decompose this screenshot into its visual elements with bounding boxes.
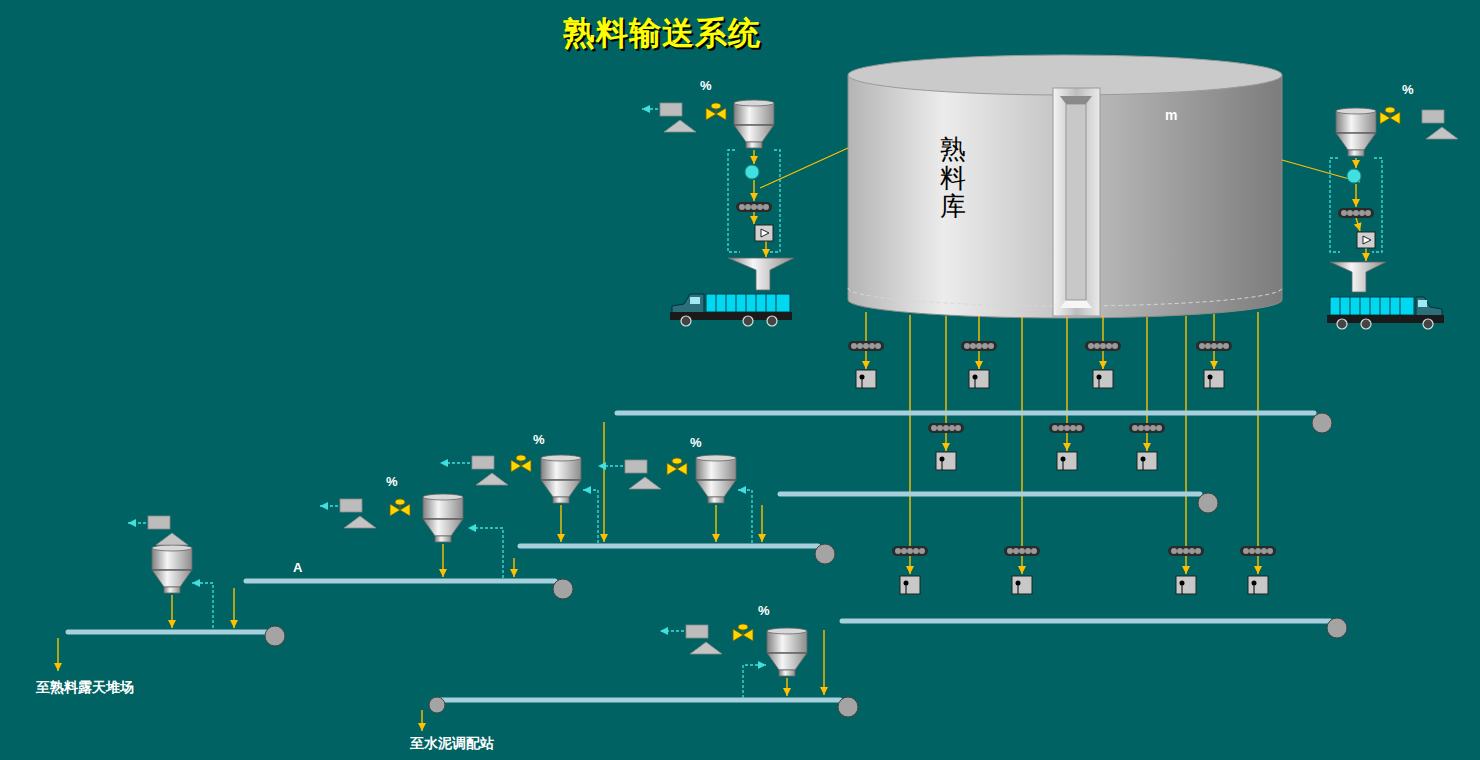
diagram-title: 熟料输送系统 — [563, 12, 761, 56]
destination-label: 至熟料露天堆场 — [36, 679, 134, 697]
percent-readout: % — [533, 432, 545, 447]
percent-readout: % — [758, 603, 770, 618]
conveyor-tag: A — [293, 560, 302, 575]
clinker-silo: 熟料库 m — [848, 55, 1282, 317]
percent-readout: % — [386, 474, 398, 489]
destination-label: 至水泥调配站 — [410, 735, 494, 753]
percent-readout: % — [1402, 82, 1414, 97]
percent-readout: % — [690, 435, 702, 450]
silo-name: 熟料库 — [940, 135, 966, 221]
percent-readout: % — [700, 78, 712, 93]
level-unit: m — [1165, 107, 1177, 123]
